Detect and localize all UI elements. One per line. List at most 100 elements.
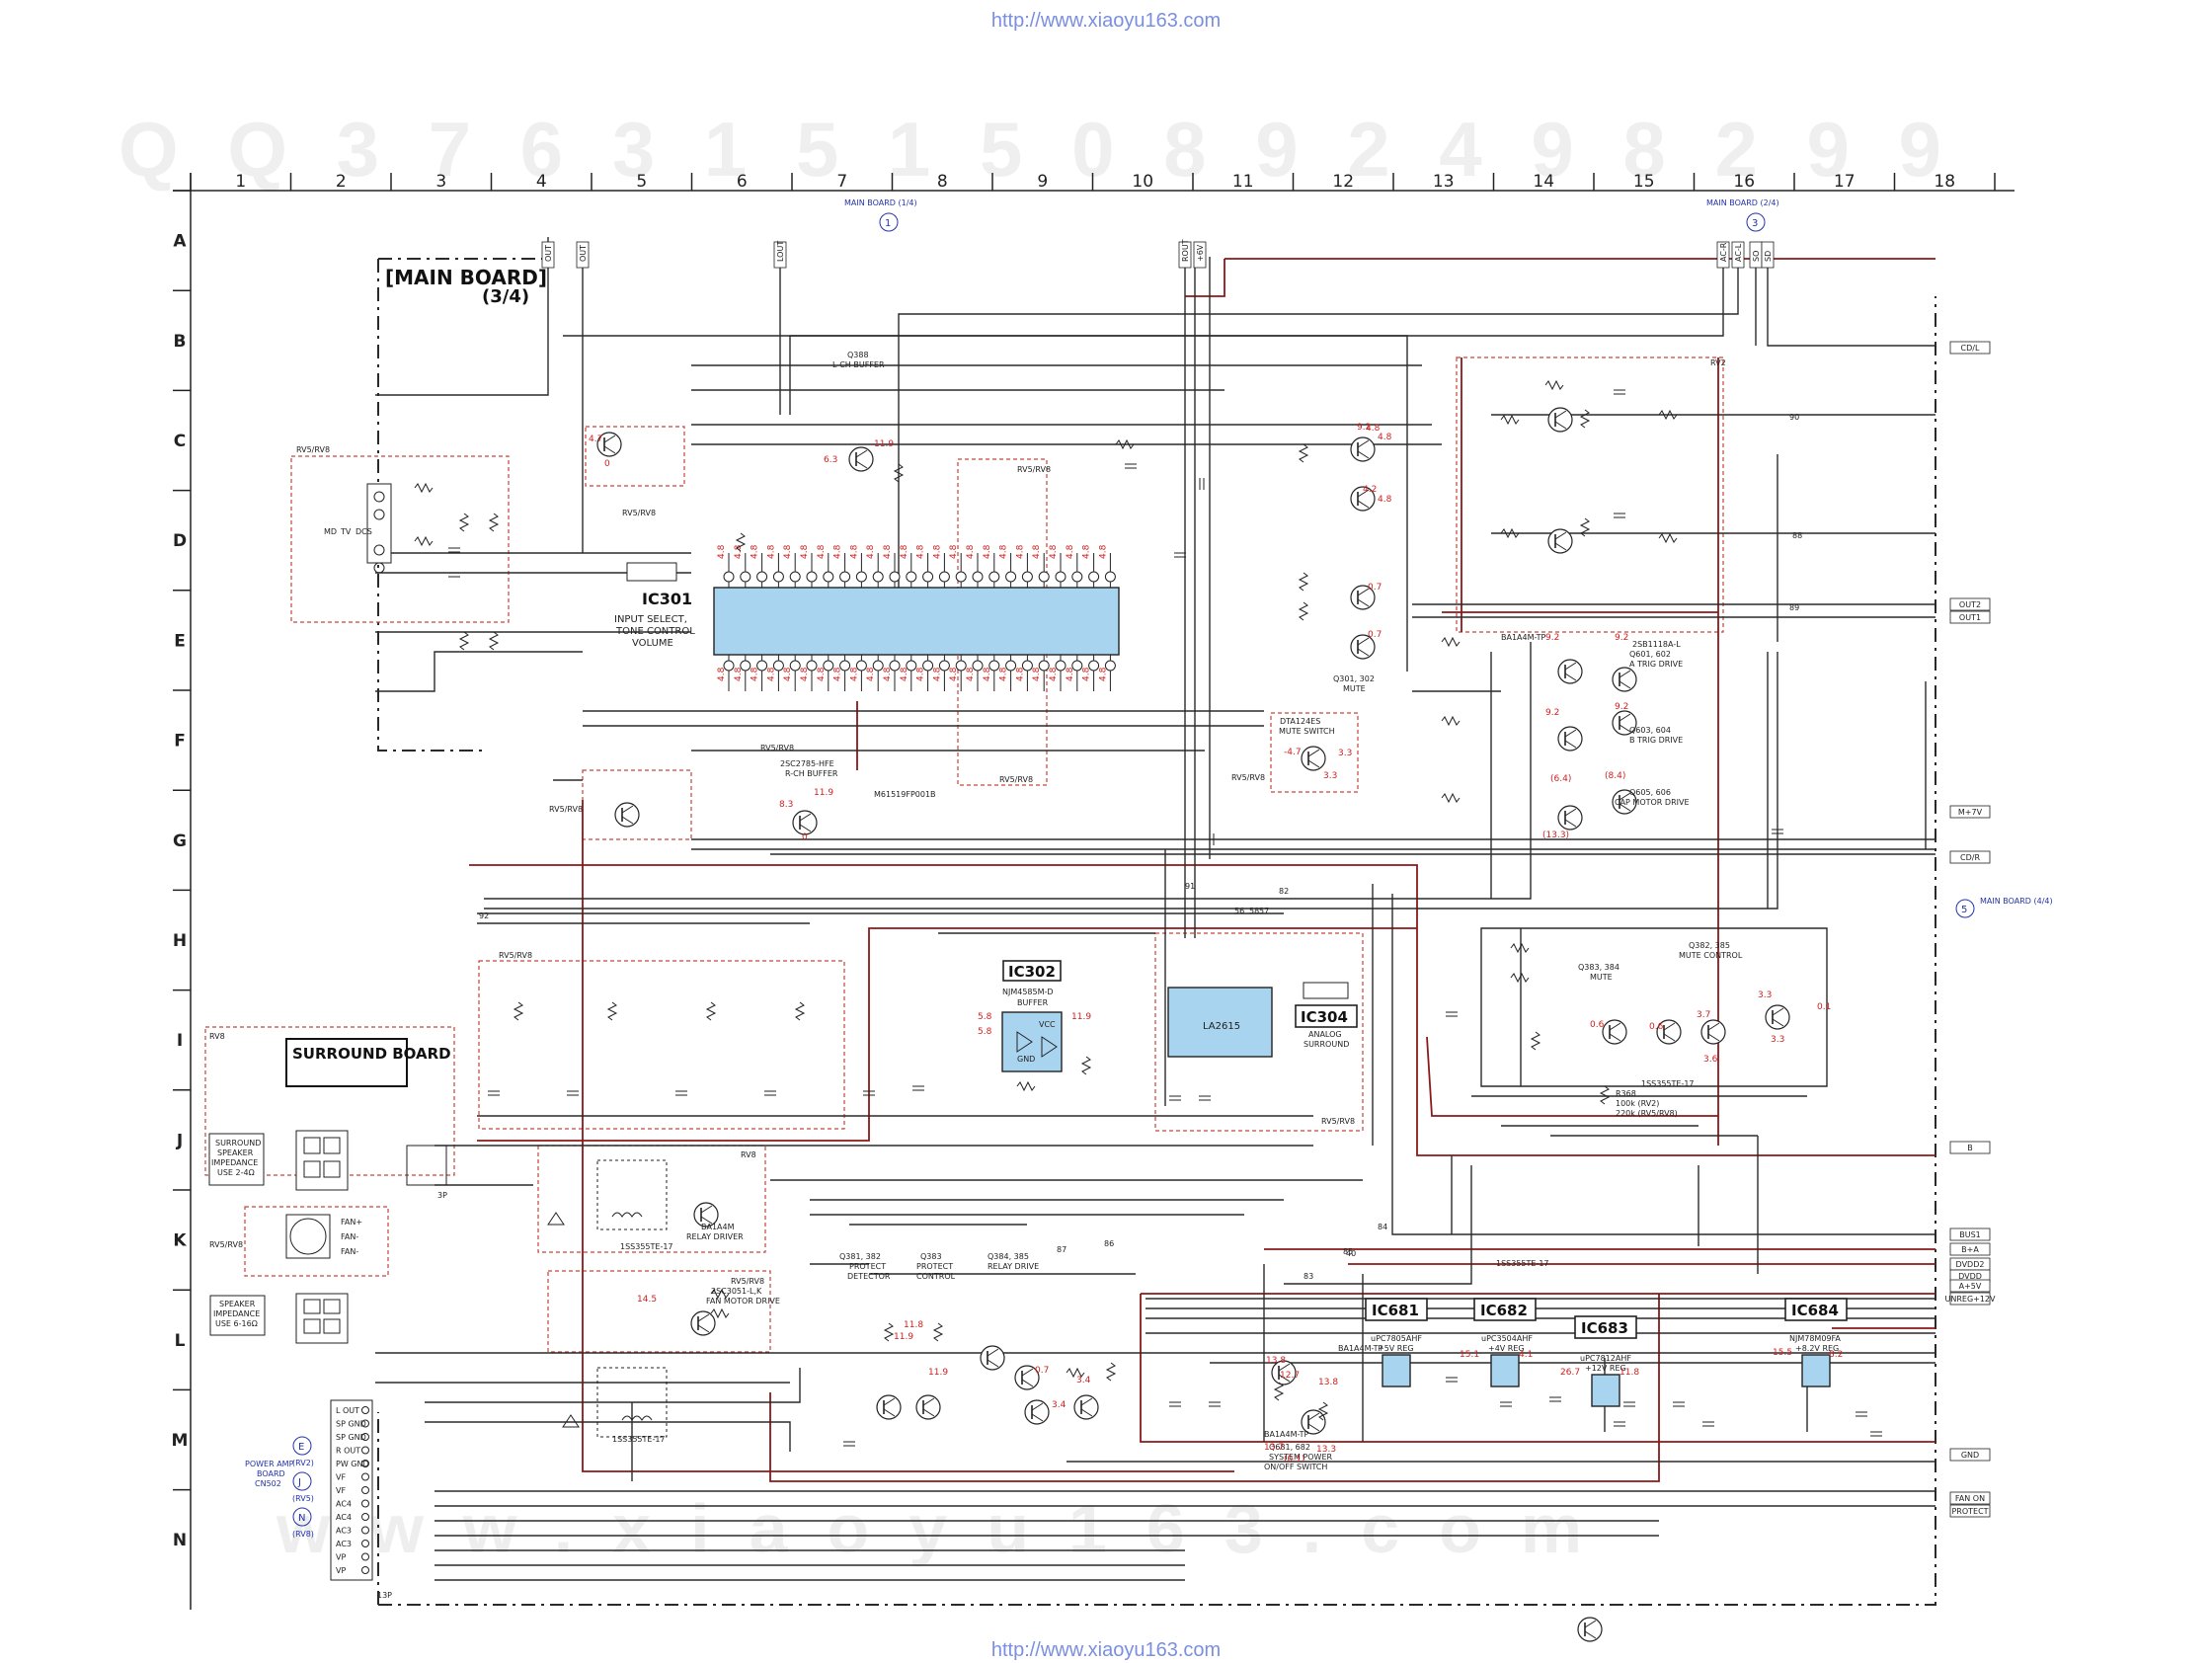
svg-text:26.7: 26.7 — [1560, 1368, 1580, 1378]
svg-text:MD: MD — [324, 527, 337, 536]
signal-dvdd[interactable]: DVDD — [1958, 1272, 1982, 1281]
svg-text:11.9: 11.9 — [874, 439, 894, 449]
svg-text:3.4: 3.4 — [1076, 1376, 1091, 1386]
ic304-name: IC304 — [1301, 1008, 1348, 1026]
svg-text:4.8: 4.8 — [983, 544, 992, 559]
svg-text:4.8: 4.8 — [766, 667, 776, 681]
ic304-chip: LA2615 IC304 ANALOG SURROUND — [1167, 982, 1358, 1058]
signal-cd-r[interactable]: CD/R — [1960, 853, 1980, 862]
grid-row-G: G — [173, 832, 187, 851]
svg-text:BA1A4M: BA1A4M — [701, 1223, 735, 1231]
svg-text:4.8: 4.8 — [849, 544, 859, 559]
main-board-1-4-link[interactable]: MAIN BOARD (1/4) — [844, 198, 917, 207]
watermark-site: www.xiaoyu163.com — [276, 1490, 1621, 1567]
svg-text:4.1: 4.1 — [1519, 1350, 1533, 1360]
main-board-2-4-link[interactable]: MAIN BOARD (2/4) — [1706, 198, 1779, 207]
svg-text:(0.1): (0.1) — [1284, 1455, 1304, 1465]
svg-text:4.8: 4.8 — [1032, 667, 1042, 681]
svg-text:4.8: 4.8 — [1032, 544, 1042, 559]
grid-row-F: F — [174, 732, 186, 752]
region-rv2 — [1456, 356, 1724, 633]
svg-text:11.9: 11.9 — [1071, 1012, 1091, 1022]
svg-text:5.8: 5.8 — [978, 1012, 992, 1022]
region-rv5rv8-fan — [244, 1206, 389, 1277]
svg-text:4.8: 4.8 — [833, 667, 843, 681]
region-mute-switch — [1270, 712, 1359, 793]
signal-m-7v[interactable]: M+7V — [1958, 808, 1983, 817]
svg-text:AC4: AC4 — [336, 1513, 352, 1522]
svg-text:4.8: 4.8 — [766, 544, 776, 559]
grid-col-1: 1 — [235, 172, 246, 192]
svg-text:9.2: 9.2 — [1615, 702, 1628, 712]
grid-row-E: E — [174, 631, 186, 651]
svg-text:AC-R: AC-R — [1719, 242, 1728, 262]
svg-text:4.8: 4.8 — [949, 544, 959, 559]
svg-text:AC3: AC3 — [336, 1540, 352, 1548]
footer-url[interactable]: http://www.xiaoyu163.com — [991, 1639, 1221, 1661]
region-rv5rv8-fanmotor — [547, 1270, 771, 1353]
ic681-part: uPC7805AHF — [1371, 1334, 1422, 1343]
svg-text:0: 0 — [802, 832, 808, 842]
grid-row-B: B — [174, 332, 187, 352]
svg-text:4.7: 4.7 — [589, 435, 602, 444]
signal-fan-on[interactable]: FAN ON — [1955, 1494, 1985, 1503]
svg-text:Q301, 302: Q301, 302 — [1333, 674, 1375, 683]
svg-text:9.2: 9.2 — [1615, 633, 1628, 643]
signal-cd-l[interactable]: CD/L — [1961, 344, 1980, 353]
svg-text:4.8: 4.8 — [750, 544, 760, 559]
main-board-4-4-link[interactable]: MAIN BOARD (4/4) — [1980, 897, 2053, 906]
main-board-2-4-num: 3 — [1752, 218, 1758, 229]
svg-text:4.8: 4.8 — [866, 544, 876, 559]
svg-text:13.8: 13.8 — [1318, 1378, 1338, 1387]
svg-text:RV5/RV8: RV5/RV8 — [1231, 773, 1265, 782]
svg-text:BA1A4M-TP: BA1A4M-TP — [1338, 1344, 1383, 1353]
signal-b-a[interactable]: B+A — [1961, 1245, 1979, 1254]
svg-text:0.1: 0.1 — [1817, 1002, 1831, 1012]
header-url[interactable]: http://www.xiaoyu163.com — [991, 10, 1221, 32]
signal-dvdd2[interactable]: DVDD2 — [1956, 1260, 1985, 1269]
svg-text:4.8: 4.8 — [1378, 433, 1392, 442]
grid-col-13: 13 — [1433, 172, 1455, 192]
svg-text:Q605, 606: Q605, 606 — [1629, 788, 1671, 797]
svg-text:Q681, 682: Q681, 682 — [1269, 1443, 1310, 1452]
svg-text:3.3: 3.3 — [1338, 749, 1352, 758]
ic683-desc: +12V REG — [1585, 1364, 1626, 1373]
svg-text:4.8: 4.8 — [1378, 495, 1392, 505]
grid-col-5: 5 — [636, 172, 647, 192]
svg-text:RV8: RV8 — [741, 1150, 756, 1159]
signal-protect[interactable]: PROTECT — [1951, 1507, 1988, 1516]
svg-text:FAN-: FAN- — [341, 1232, 358, 1241]
ic683-name: IC683 — [1581, 1319, 1628, 1337]
grid-col-4: 4 — [536, 172, 547, 192]
signal-bus1[interactable]: BUS1 — [1959, 1230, 1981, 1239]
signal-out1[interactable]: OUT1 — [1959, 613, 1981, 622]
svg-text:4.8: 4.8 — [800, 667, 810, 681]
svg-text:Q383, 384: Q383, 384 — [1578, 963, 1620, 972]
svg-text:-4.7: -4.7 — [1284, 748, 1302, 757]
grid-row-M: M — [172, 1431, 189, 1451]
svg-text:1SS355TE-17: 1SS355TE-17 — [1641, 1079, 1695, 1088]
watermark-digits: Q Q 3 7 6 3 1 5 1 5 0 8 9 2 4 9 8 2 9 9 — [118, 106, 1955, 193]
svg-text:4.8: 4.8 — [717, 544, 727, 559]
main-board-subtitle: (3/4) — [482, 286, 529, 307]
svg-text:IMPEDANCE: IMPEDANCE — [211, 1158, 258, 1167]
signal-a-5v[interactable]: A+5V — [1959, 1282, 1982, 1291]
svg-text:4.8: 4.8 — [866, 667, 876, 681]
svg-text:CONTROL: CONTROL — [916, 1272, 956, 1281]
signal-gnd[interactable]: GND — [1961, 1451, 1979, 1460]
signal-out2[interactable]: OUT2 — [1959, 600, 1981, 609]
ic684-name: IC684 — [1791, 1302, 1839, 1319]
svg-text:SP GND: SP GND — [336, 1420, 366, 1429]
svg-text:15.1: 15.1 — [1460, 1350, 1479, 1360]
net-87: 87 — [1057, 1245, 1066, 1254]
signal-unreg-12v[interactable]: UNREG+12V — [1944, 1295, 1996, 1304]
svg-text:USE 6-16Ω: USE 6-16Ω — [215, 1319, 258, 1328]
svg-text:USE 2-4Ω: USE 2-4Ω — [217, 1168, 255, 1177]
svg-text:ON/OFF SWITCH: ON/OFF SWITCH — [1264, 1463, 1327, 1471]
svg-text:4.8: 4.8 — [1049, 667, 1059, 681]
signal-b[interactable]: B — [1967, 1144, 1973, 1152]
svg-text:+6V: +6V — [1196, 244, 1205, 262]
